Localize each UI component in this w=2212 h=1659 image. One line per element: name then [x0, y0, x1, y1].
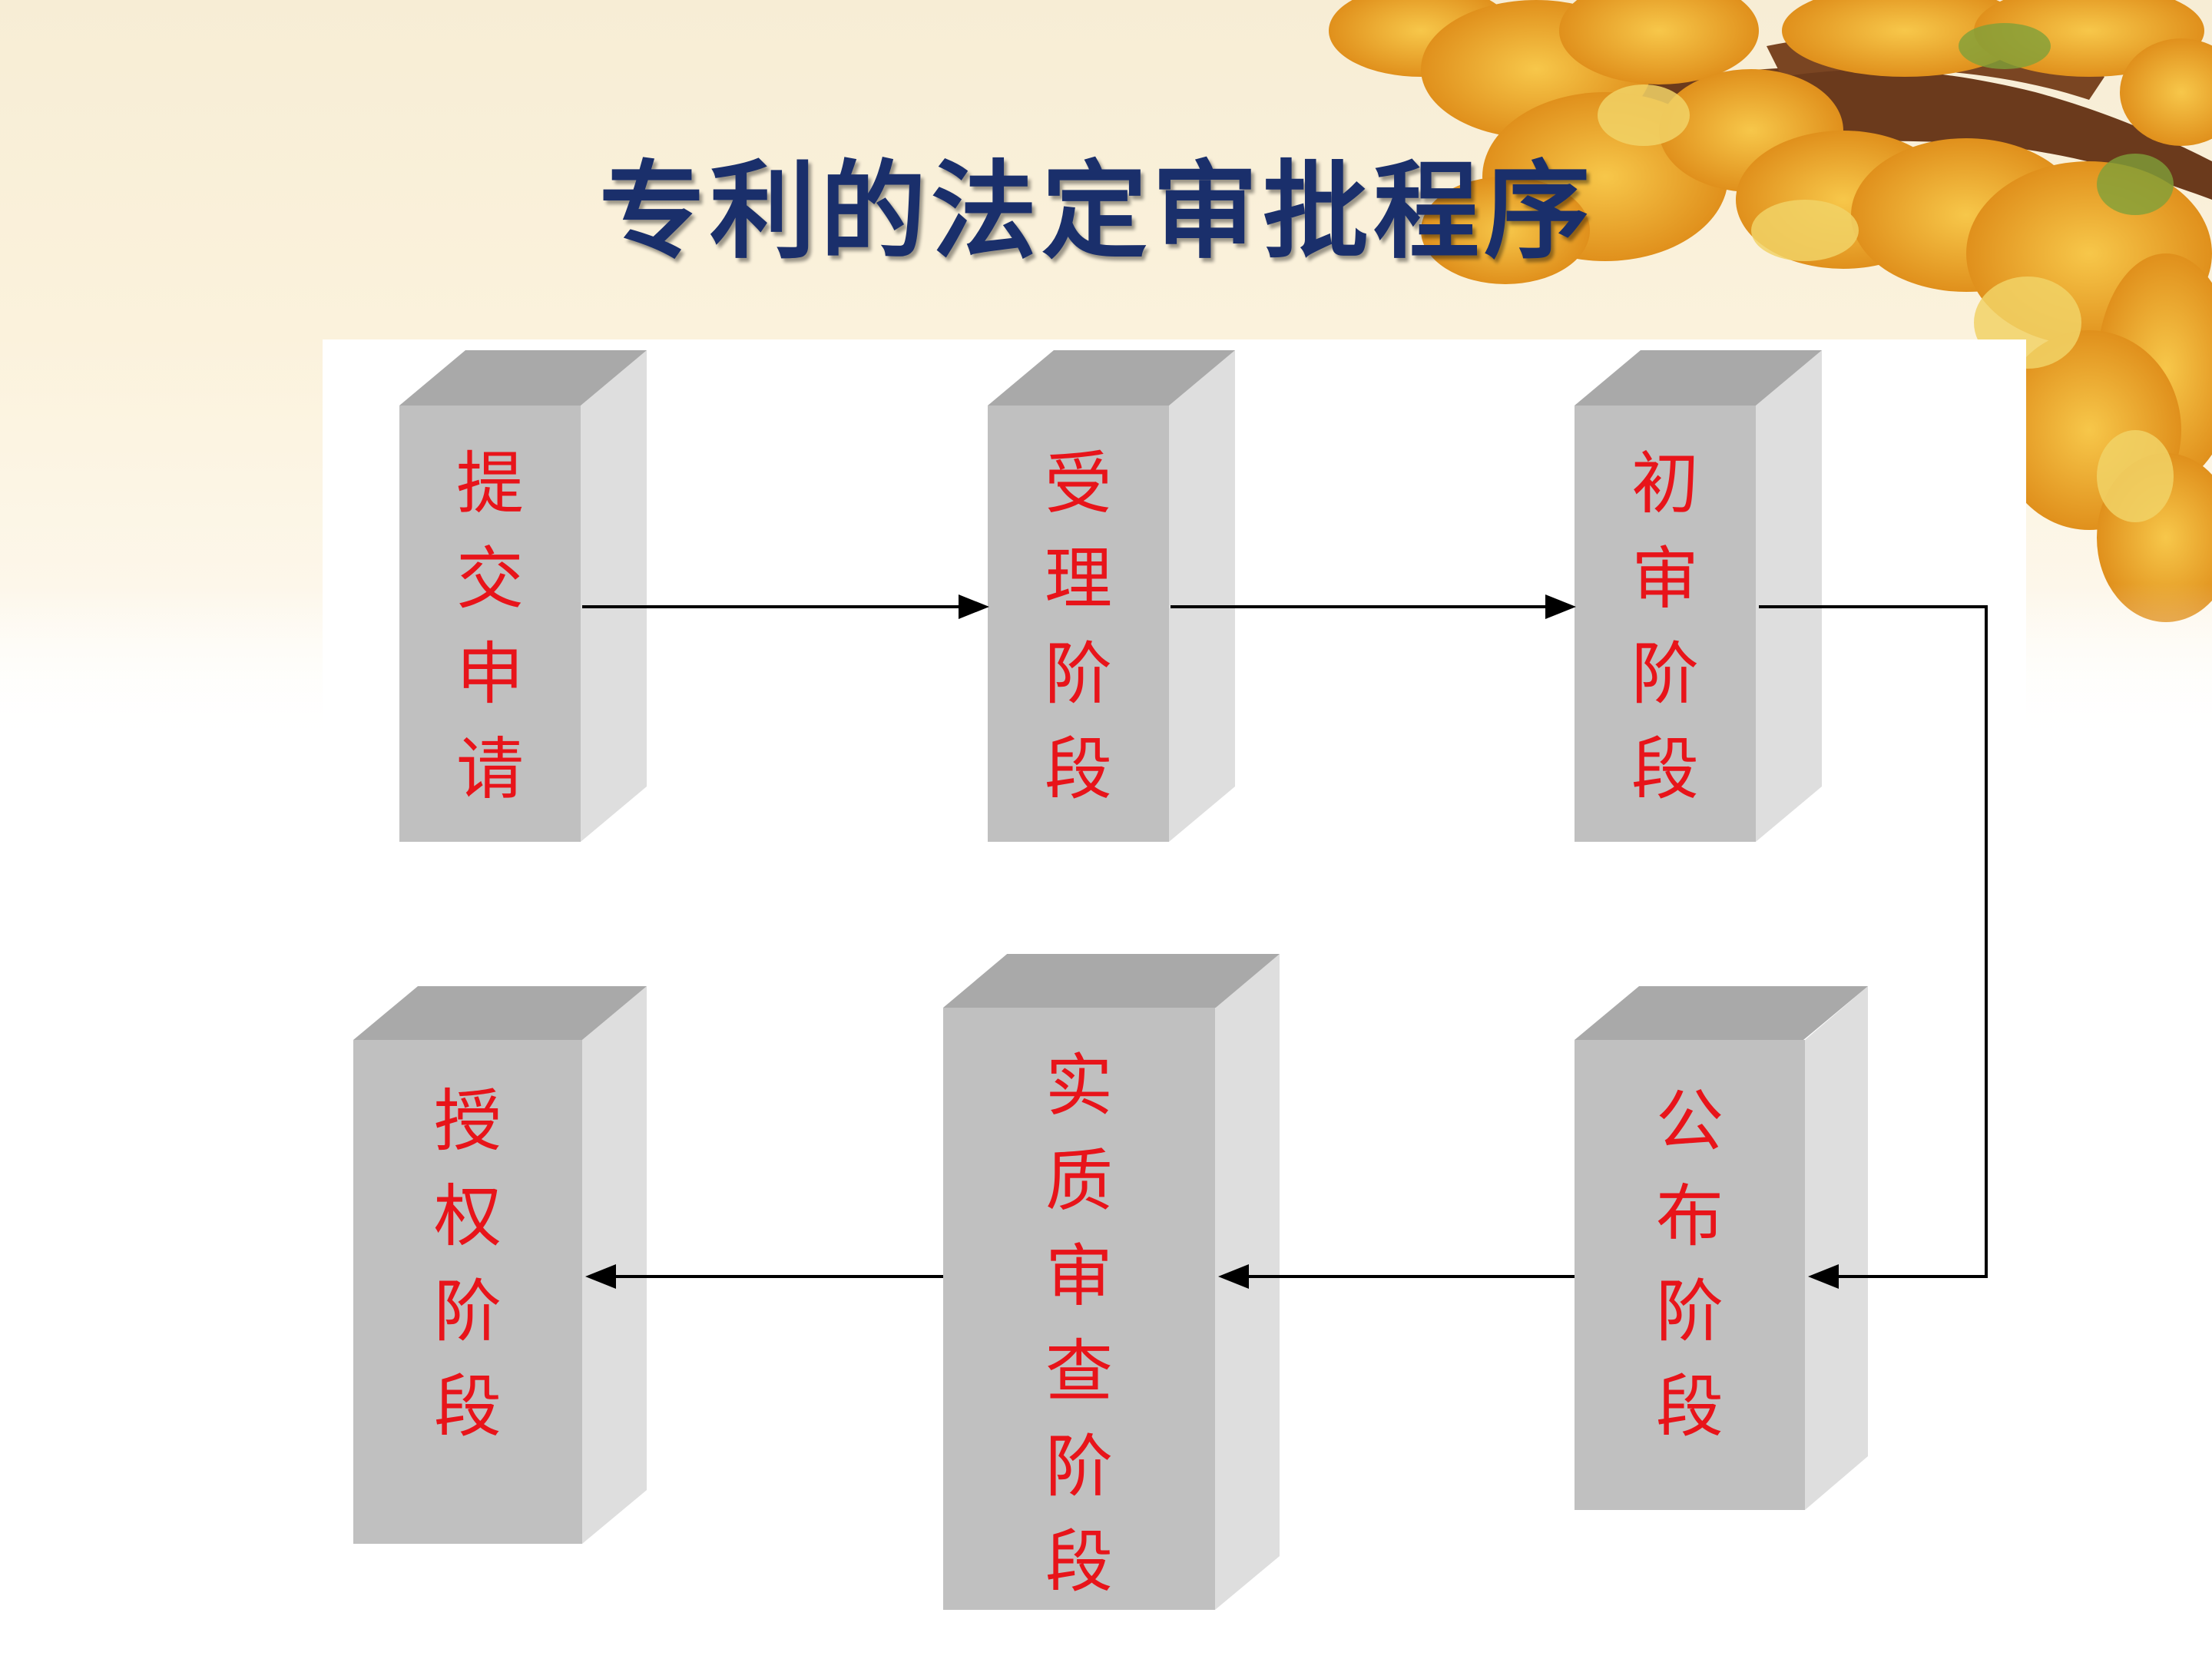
stage-box-submit: 提交申请 — [399, 406, 581, 842]
stage-char: 交 — [455, 539, 524, 618]
stage-box-grant: 授权阶段 — [353, 1040, 582, 1544]
stage-label-substantive: 实质审查阶段 — [943, 1038, 1215, 1610]
autumn-leaves-decoration — [1329, 0, 2212, 622]
stage-char: 权 — [433, 1177, 502, 1256]
stage-label-publish: 公布阶段 — [1575, 1074, 1805, 1455]
stage-label-submit: 提交申请 — [399, 436, 581, 817]
stage-box-substantive-top — [943, 954, 1280, 1008]
stage-char: 审 — [1045, 1237, 1113, 1316]
stage-char: 公 — [1655, 1081, 1724, 1161]
stage-char: 阶 — [1044, 634, 1112, 714]
slide-title: 专利的法定审批程序 — [599, 150, 1595, 273]
stage-char: 提 — [455, 444, 524, 523]
stage-char: 实 — [1045, 1046, 1113, 1125]
stage-char: 受 — [1044, 444, 1112, 523]
stage-char: 阶 — [1631, 634, 1699, 714]
stage-box-preliminary-side — [1756, 350, 1822, 842]
stage-char: 布 — [1655, 1177, 1724, 1256]
stage-box-grant-side — [582, 986, 647, 1544]
stage-char: 阶 — [1655, 1272, 1724, 1351]
stage-box-substantive: 实质审查阶段 — [943, 1008, 1215, 1610]
stage-box-accept-side — [1169, 350, 1235, 842]
stage-char: 阶 — [433, 1272, 502, 1351]
stage-box-accept: 受理阶段 — [988, 406, 1169, 842]
stage-char: 理 — [1044, 539, 1112, 618]
stage-char: 查 — [1045, 1332, 1113, 1411]
stage-char: 请 — [455, 730, 524, 809]
stage-char: 段 — [1655, 1367, 1724, 1446]
stage-box-publish-side — [1805, 986, 1868, 1510]
stage-char: 质 — [1045, 1141, 1113, 1220]
stage-label-accept: 受理阶段 — [988, 436, 1169, 817]
stage-box-preliminary: 初审阶段 — [1575, 406, 1756, 842]
stage-char: 授 — [433, 1081, 502, 1161]
stage-box-substantive-side — [1215, 954, 1280, 1610]
stage-char: 申 — [455, 634, 524, 714]
stage-label-preliminary: 初审阶段 — [1575, 436, 1756, 817]
stage-label-grant: 授权阶段 — [353, 1074, 582, 1455]
stage-char: 段 — [1044, 730, 1112, 809]
stage-char: 阶 — [1045, 1427, 1113, 1506]
stage-char: 段 — [433, 1367, 502, 1446]
stage-char: 审 — [1631, 539, 1699, 618]
stage-char: 段 — [1045, 1522, 1113, 1601]
stage-box-publish: 公布阶段 — [1575, 1040, 1805, 1510]
stage-char: 段 — [1631, 730, 1699, 809]
stage-box-submit-side — [581, 350, 647, 842]
stage-char: 初 — [1631, 444, 1699, 523]
